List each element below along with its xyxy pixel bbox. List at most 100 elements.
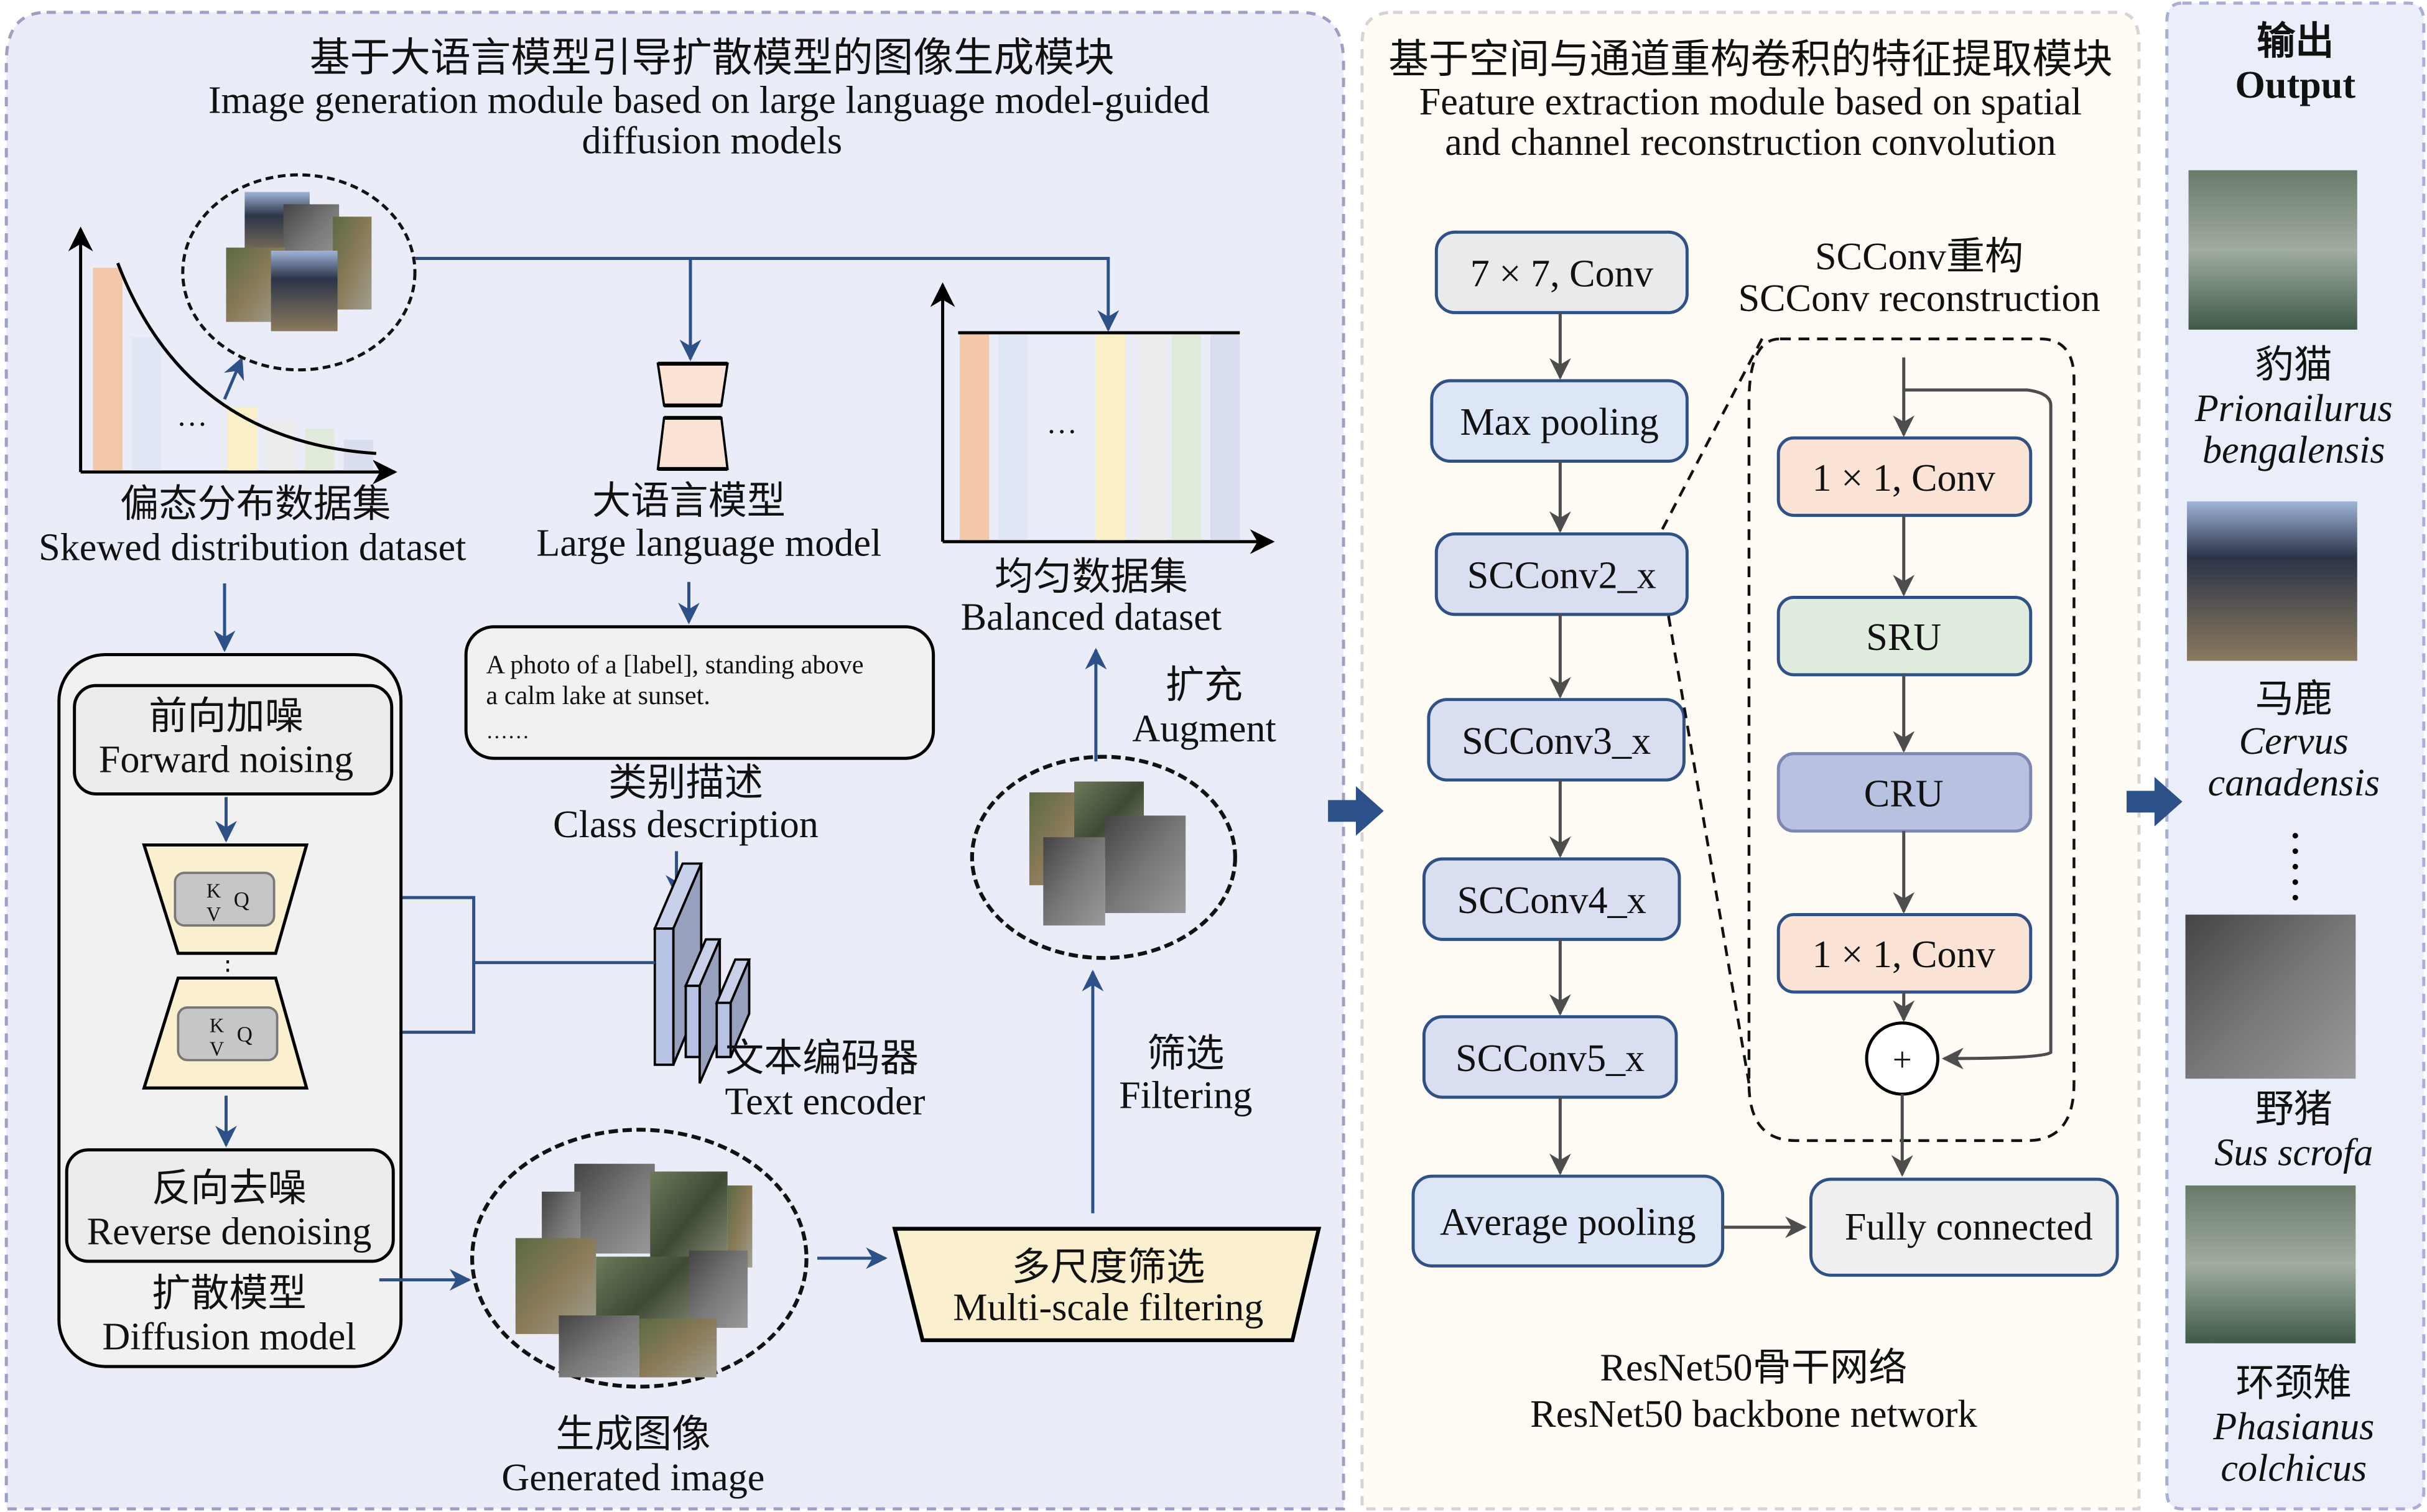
multi-scale-en: Multi-scale filtering [953,1286,1263,1329]
species-sci-2: bengalensis [2202,429,2385,471]
scconv-conv1x1-out: 1 × 1, Conv [1776,913,2033,994]
balanced-bar [959,334,990,540]
skewed-distribution-chart: … [68,226,397,485]
fully-connected-block: Fully connected [1809,1177,2119,1277]
scconv2-block-label: SCConv2_x [1467,555,1656,597]
sc-title-en: SCConv reconstruction [1738,277,2100,320]
skewed-bar [131,337,162,471]
scconv2-block: SCConv2_x [1434,532,1689,616]
output-sample-2: 马鹿 Cervus canadensis [2187,501,2380,804]
filtering-en: Filtering [1119,1075,1252,1117]
balanced-bar [998,334,1028,540]
class-desc-en: Class description [553,804,819,846]
key-label: K [207,879,221,902]
reverse-denoising-en: Reverse denoising [87,1211,372,1253]
skewed-bar [305,429,335,471]
filtered-images-cluster [970,754,1237,960]
mid-title-en-1: Feature extraction module based on spati… [1419,81,2082,123]
forward-noising-en: Forward noising [99,739,353,781]
scconv5-block: SCConv5_x [1422,1015,1678,1099]
multi-scale-zh: 多尺度筛选 [1011,1246,1205,1289]
balanced-distribution-chart: … [930,282,1275,554]
text-encoder-zh: 文本编码器 [725,1037,919,1080]
scconv4-block-label: SCConv4_x [1457,879,1646,922]
scconv5-block-label: SCConv5_x [1455,1037,1645,1080]
skewed-bar [93,267,123,471]
max-pooling-block: Max pooling [1430,379,1689,463]
cru-block-label: CRU [1864,772,1944,815]
species-sci: Cervus [2239,720,2349,763]
sc-title-zh: SCConv重构 [1815,236,2023,278]
skewed-bar [343,439,373,471]
llm-label-zh: 大语言模型 [592,480,786,522]
fully-connected-label: Fully connected [1845,1206,2093,1248]
scconv-conv1x1-in: 1 × 1, Conv [1776,436,2033,517]
output-photo-red-deer [2187,501,2357,661]
generated-images-cluster [470,1128,809,1389]
output-sample-4: 环颈雉 Phasianus colchicus [2185,1185,2374,1490]
prompt-line-1: A photo of a [label], standing above [486,650,864,679]
text-encoder-en: Text encoder [725,1081,925,1123]
sru-block: SRU [1776,595,2033,677]
prompt-line-3: …… [486,719,530,743]
reverse-denoising-zh: 反向去噪 [152,1167,307,1210]
value-label: V [207,902,221,925]
species-sci: Phasianus [2212,1406,2374,1448]
right-panel [2165,1,2426,1511]
left-title-en-2: diffusion models [582,119,843,162]
left-title-zh: 基于大语言模型引导扩散模型的图像生成模块 [310,35,1115,80]
skewed-ellipsis: … [177,398,208,432]
average-pooling-block-label: Average pooling [1440,1202,1696,1244]
diffusion-model-en: Diffusion model [102,1316,356,1358]
scconv4-block: SCConv4_x [1422,857,1681,941]
cru-block: CRU [1776,752,2033,833]
class-desc-zh: 类别描述 [608,762,763,804]
species-sci-2: colchicus [2220,1447,2367,1490]
species-zh: 豹猫 [2255,344,2332,386]
species-zh: 马鹿 [2255,679,2332,721]
backbone-footer-en: ResNet50 backbone network [1530,1393,1977,1435]
balanced-bar [1171,334,1202,540]
species-zh: 环颈雉 [2236,1362,2352,1404]
output-title-en: Output [2235,64,2355,106]
balanced-ellipsis: … [1046,406,1077,440]
max-pooling-block-label: Max pooling [1460,401,1659,443]
species-sci: Prionailurus [2194,387,2393,430]
species-sci-2: canadensis [2208,762,2380,804]
output-photo-wild-boar [2185,914,2356,1079]
scconv-conv1x1-in-label: 1 × 1, Conv [1812,457,1996,499]
augment-en: Augment [1132,708,1276,750]
average-pooling-block: Average pooling [1411,1174,1725,1268]
backbone-footer-zh: ResNet50骨干网络 [1600,1347,1907,1389]
skewed-bar [266,420,296,471]
output-title-zh: 输出 [2257,20,2334,63]
llm-label-en: Large language model [536,522,881,564]
value-label: V [210,1037,224,1060]
scconv-conv1x1-out-label: 1 × 1, Conv [1812,934,1996,976]
balanced-label-en: Balanced dataset [961,596,1222,639]
real-samples-cluster [181,173,417,372]
species-sci: Sus scrofa [2214,1132,2373,1174]
output-dots [2292,833,2298,901]
key-label: K [210,1014,225,1037]
generated-image-zh: 生成图像 [556,1413,711,1455]
prompt-line-2: a calm lake at sunset. [486,681,710,710]
generated-image-en: Generated image [501,1457,764,1499]
query-label: Q [234,888,249,912]
mid-title-zh: 基于空间与通道重构卷积的特征提取模块 [1388,37,2112,81]
balanced-bar [1138,334,1167,540]
scconv3-block-label: SCConv3_x [1462,720,1651,763]
forward-noising-zh: 前向加噪 [149,695,304,738]
conv7x7-block-label: 7 × 7, Conv [1470,253,1654,295]
diffusion-model-block: 前向加噪 Forward noising K V Q ⋮ K V Q 反向去噪 … [57,653,403,1368]
species-zh: 野猪 [2255,1088,2332,1131]
left-title-en-1: Image generation module based on large l… [208,80,1210,122]
filtering-zh: 筛选 [1147,1032,1224,1075]
text-encoder-icon [652,862,751,1084]
skewed-label-en: Skewed distribution dataset [39,527,466,569]
balanced-bar [1095,334,1126,540]
panel-arrow-mid-to-right [2127,777,2183,827]
output-photo-pheasant [2185,1185,2356,1343]
mid-title-en-2: and channel reconstruction convolution [1445,121,2056,164]
